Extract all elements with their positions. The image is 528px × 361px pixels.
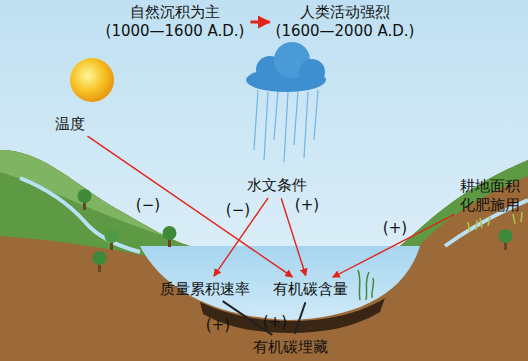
period-arrow — [250, 21, 269, 24]
influence-arrow — [88, 136, 293, 277]
rain-cloud — [246, 42, 326, 162]
left-hill-light — [0, 150, 165, 236]
sign-label: (+) — [295, 196, 319, 214]
factor-label: 温度 — [52, 114, 88, 135]
influence-arrow — [214, 198, 268, 276]
node-text: 人类活动强烈 — [276, 3, 415, 22]
node-text: 温度 — [55, 115, 85, 134]
node-text: 自然沉积为主 — [106, 3, 245, 22]
node-text: 化肥施用 — [460, 196, 520, 215]
factor-label: 耕地面积化肥施用 — [457, 176, 523, 216]
factor-label: 水文条件 — [244, 175, 310, 196]
carbon-burial: 有机碳埋藏 — [250, 337, 331, 358]
period-box: 自然沉积为主(1000—1600 A.D.) — [103, 2, 248, 42]
sediment-property: 质量累积速率 — [157, 279, 253, 300]
period-box: 人类活动强烈(1600—2000 A.D.) — [273, 2, 418, 42]
sediment-property: 有机碳含量 — [270, 279, 351, 300]
aquatic-plants — [358, 270, 374, 300]
node-text: 有机碳埋藏 — [253, 338, 328, 357]
sign-label: (+) — [263, 313, 287, 331]
crops — [468, 212, 522, 232]
node-text: 水文条件 — [247, 176, 307, 195]
sign-label: (+) — [206, 316, 230, 334]
node-text: 有机碳含量 — [273, 280, 348, 299]
sign-label: (−) — [136, 196, 160, 214]
influence-arrow — [333, 214, 455, 277]
node-text: 质量累积速率 — [160, 280, 250, 299]
right-bank-vegetation — [400, 160, 528, 254]
sun — [70, 58, 114, 102]
sign-label: (−) — [226, 201, 250, 219]
mountain-stream — [20, 178, 140, 252]
node-text: 耕地面积 — [460, 177, 520, 196]
node-text: (1000—1600 A.D.) — [106, 22, 245, 41]
left-hill-vegetation — [0, 150, 190, 262]
sign-label: (+) — [383, 219, 407, 237]
sediment-layer — [200, 298, 385, 333]
trees — [78, 189, 513, 272]
burial-link — [295, 302, 306, 334]
ground — [0, 150, 528, 361]
node-text: (1600—2000 A.D.) — [276, 22, 415, 41]
